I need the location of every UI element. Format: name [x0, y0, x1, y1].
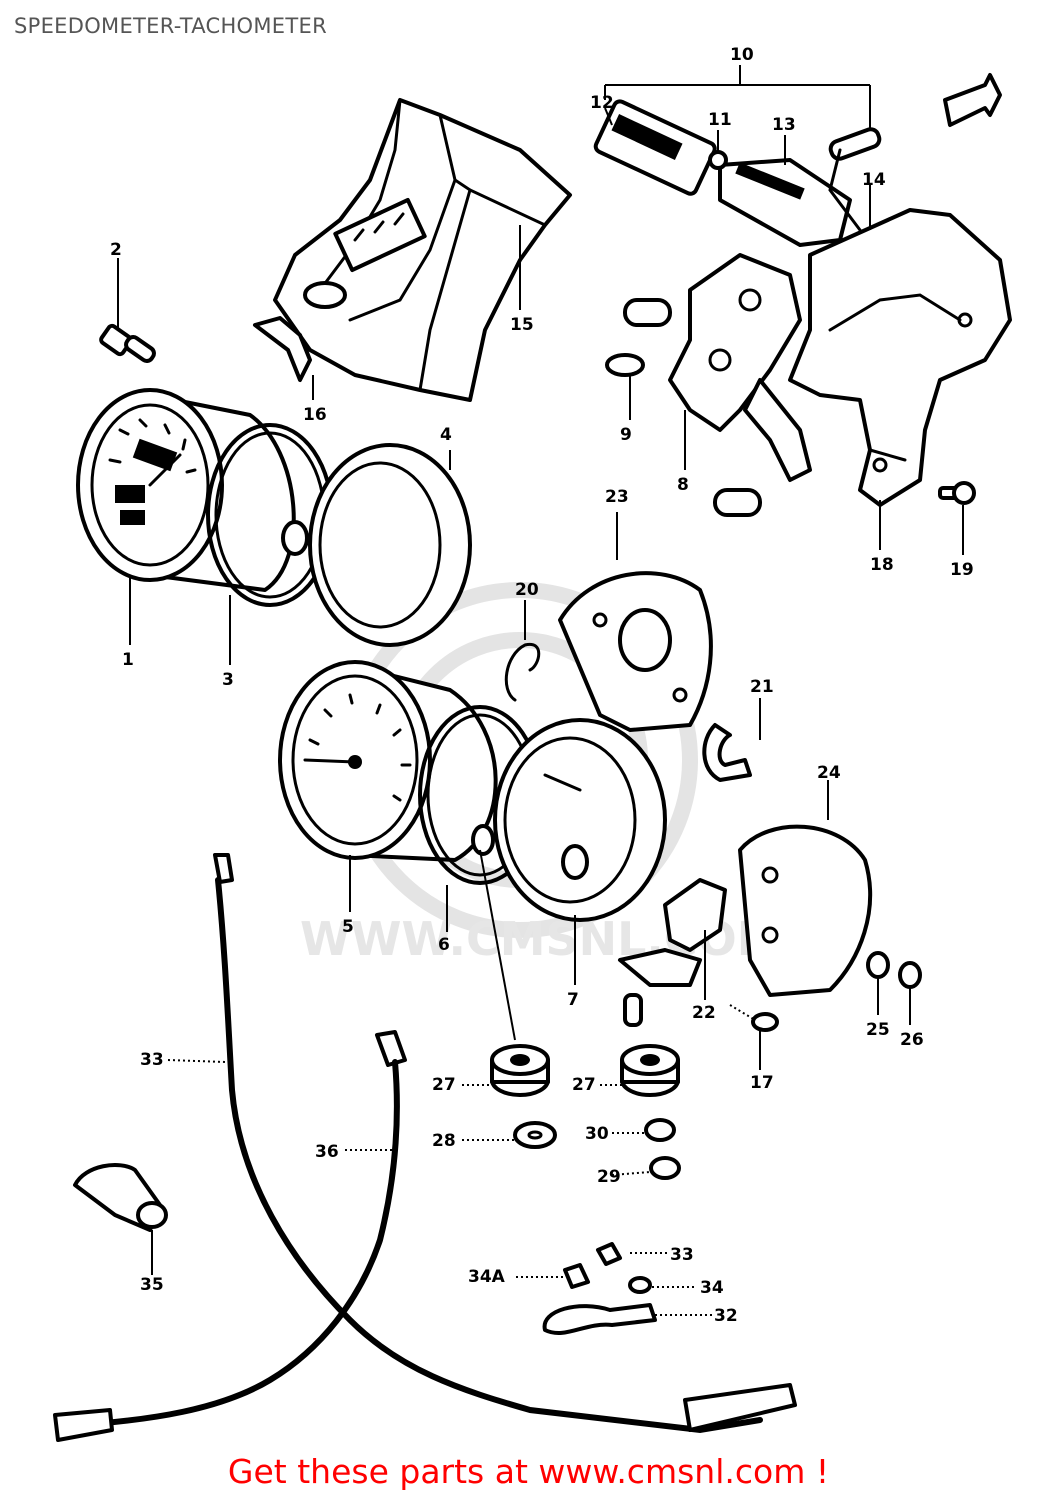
callout-34: 34	[700, 1278, 724, 1298]
part-34a-screw[interactable]	[563, 1263, 590, 1289]
callout-17: 17	[750, 1073, 774, 1093]
callout-19: 19	[950, 560, 974, 580]
part-11-bulb[interactable]	[708, 150, 728, 170]
callout-31: 33	[140, 1050, 164, 1070]
part-18-bracket[interactable]	[788, 208, 1012, 507]
callout-13: 13	[772, 115, 796, 135]
part-2-bulb-socket[interactable]	[99, 323, 157, 363]
callout-33-label: 33	[670, 1245, 694, 1265]
part-27-cushion-b[interactable]	[620, 1044, 680, 1097]
part-19-bolt[interactable]	[938, 481, 976, 505]
callout-11: 11	[708, 110, 732, 130]
callout-28: 28	[432, 1131, 456, 1151]
callout-35: 35	[140, 1275, 164, 1295]
callout-12: 12	[590, 93, 614, 113]
part-7-case[interactable]	[493, 718, 667, 922]
callout-3: 3	[222, 670, 234, 690]
part-9-bulb[interactable]	[605, 353, 645, 377]
callout-21: 21	[750, 677, 774, 697]
part-5-tachometer[interactable]	[278, 660, 498, 862]
callout-10: 10	[730, 45, 754, 65]
callout-18: 18	[870, 555, 894, 575]
part-14-bulb-lead[interactable]	[828, 127, 882, 232]
callout-7: 7	[567, 990, 579, 1010]
callout-34a: 34A	[468, 1267, 506, 1287]
arrow-front-marker	[943, 73, 1002, 127]
part-36-cable[interactable]	[53, 1030, 407, 1442]
callout-27-left: 27	[432, 1075, 456, 1095]
part-4-case[interactable]	[281, 443, 472, 647]
callout-14: 14	[862, 170, 886, 190]
callout-29: 29	[597, 1167, 621, 1187]
part-8-holder[interactable]	[623, 253, 812, 517]
callout-36: 36	[315, 1142, 339, 1162]
part-12-indicator-panel[interactable]	[593, 99, 717, 196]
callout-labels: 10 12 11 13 14 2 15 16 9 4 8 23 18 19 20…	[110, 45, 974, 1326]
callout-1: 1	[122, 650, 134, 670]
part-15-meter-cover[interactable]	[273, 98, 572, 402]
callout-15: 15	[510, 315, 534, 335]
part-1-speedometer[interactable]	[76, 388, 296, 592]
part-30-washer[interactable]	[644, 1118, 676, 1142]
part-28-washer[interactable]	[513, 1121, 557, 1149]
callout-8: 8	[677, 475, 689, 495]
diagram-title: SPEEDOMETER-TACHOMETER	[14, 14, 327, 38]
callout-5: 5	[342, 917, 354, 937]
part-24-plate[interactable]	[738, 824, 873, 997]
callout-6: 6	[438, 935, 450, 955]
part-16-clip[interactable]	[253, 316, 312, 382]
callout-9: 9	[620, 425, 632, 445]
callout-26: 26	[900, 1030, 924, 1050]
callout-20: 20	[515, 580, 539, 600]
part-13-indicator-board[interactable]	[718, 158, 852, 247]
callout-22: 22	[692, 1003, 716, 1023]
part-32-clamp[interactable]	[542, 1303, 657, 1336]
part-17-bulb[interactable]	[751, 1012, 779, 1032]
footer-link-text[interactable]: Get these parts at www.cmsnl.com !	[227, 1452, 830, 1491]
part-25-washer[interactable]	[866, 951, 890, 979]
callout-23: 23	[605, 487, 629, 507]
callout-30: 30	[585, 1124, 609, 1144]
leader-lines	[117, 65, 964, 1316]
part-26-nut[interactable]	[898, 961, 922, 989]
part-22-bracket[interactable]	[618, 878, 727, 1027]
part-33-screw[interactable]	[596, 1242, 622, 1266]
callout-27-right: 27	[572, 1075, 596, 1095]
callout-2: 2	[110, 240, 122, 260]
callout-25: 25	[866, 1020, 890, 1040]
callout-24: 24	[817, 763, 841, 783]
part-29-nut[interactable]	[649, 1156, 681, 1180]
callout-32: 32	[714, 1306, 738, 1326]
part-31-cable[interactable]	[213, 853, 797, 1434]
part-23-plate[interactable]	[558, 571, 713, 732]
part-27-cushion[interactable]	[490, 1044, 550, 1097]
part-21-clip[interactable]	[702, 723, 752, 782]
callout-4: 4	[440, 425, 452, 445]
callout-16: 16	[303, 405, 327, 425]
part-20-clip[interactable]	[504, 642, 541, 702]
part-35-cable-guide[interactable]	[73, 1163, 168, 1232]
part-34-washer[interactable]	[628, 1276, 652, 1294]
